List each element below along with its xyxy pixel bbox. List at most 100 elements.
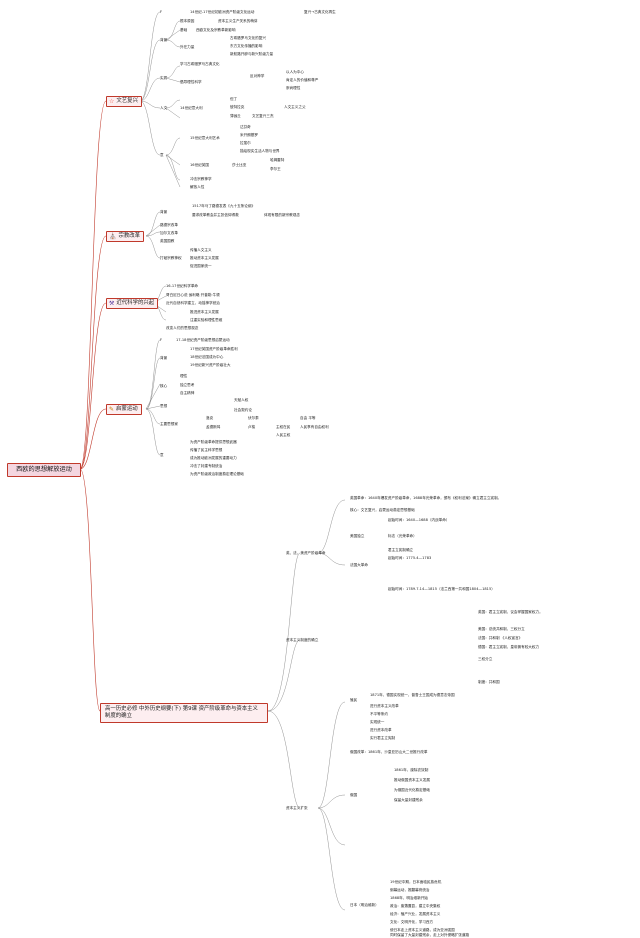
bourgeois-exp3: 不平等条约 (370, 712, 388, 716)
bourgeois-am1: 起始时间：1640—1688（内战革命） (388, 518, 450, 522)
science-s5: 注重实验和理性思维 (190, 318, 223, 322)
bourgeois-rus3: 为俄国近代化奠定基础 (394, 788, 430, 792)
renaissance-impact: 意 (160, 153, 164, 157)
renaissance-bg3b: 东方文化传播的影响 (230, 44, 263, 48)
renaissance-bg2-text: 西欧文化及宗教革新影响 (196, 28, 236, 32)
renaissance-h2a: 达芬奇 (240, 125, 251, 129)
branch-reformation[interactable]: ⛪宗教改革 (106, 231, 145, 242)
renaissance-study: 学习古希腊罗马古典文化 (180, 62, 220, 66)
branch-enlightenment[interactable]: ✎启蒙运动 (106, 404, 142, 415)
bourgeois-sys4: 德国：君主立宪制，皇帝拥有较大权力 (478, 645, 540, 649)
bourgeois-expansion: 资本主义扩张 (286, 806, 308, 810)
reformation-bg2-text: 体现有限的新宗教观念 (264, 213, 300, 217)
renaissance-h1c: 薄伽丘 (230, 114, 241, 118)
reformation-impact: 打破宗教神权 (160, 256, 182, 260)
renaissance-h3b: 哈姆雷特 (270, 158, 285, 162)
science-s3: 近代自然科学建立，动摇神学统治 (166, 301, 220, 305)
enlightenment-p2: 孟德斯鸠 (206, 425, 221, 429)
bourgeois-japan: 日本（明治维新） (350, 903, 379, 907)
enlightenment-p4: 卢梭 (248, 425, 256, 429)
enlightenment-bg1: 17世纪英国资产阶级革命胜利 (190, 347, 238, 351)
tools-icon: ⚒ (109, 300, 115, 307)
science-s2: 哥白尼日心说 伽利略 开普勒 牛顿 (166, 293, 220, 297)
bourgeois-exp4: 实现统一 (370, 720, 385, 724)
bourgeois-exp2: 进行资本主义改革 (370, 704, 399, 708)
star-icon: ☆ (109, 98, 115, 105)
enlightenment-p1: 洛克 (206, 416, 214, 420)
branch-bourgeois-label: 高一历史必修 中外历史纲要(下) 第9课 资产阶级革命与资本主义制度的确立 (105, 706, 258, 720)
bourgeois-sys3: 法国：共和制 《人权宣言》 (478, 636, 523, 640)
bourgeois-exp5: 进行资本改革 (370, 728, 392, 732)
bourgeois-exp6: 实行君主立宪制 (370, 736, 396, 740)
bourgeois-jp2: 倒幕运动，推翻幕府统治 (390, 888, 430, 892)
renaissance-imp1: 冲击宗教神学 (190, 177, 212, 181)
reformation-anglican: 英国国教 (160, 239, 175, 243)
science-s4: 推进资本主义发展 (190, 310, 219, 314)
renaissance-h1b: 彼特拉克 (230, 105, 245, 109)
bourgeois-russia: 俄国 (350, 793, 358, 797)
branch-renaissance[interactable]: ☆文艺复兴 (106, 96, 142, 107)
enlightenment-p3t: 自由 平等 (300, 416, 316, 420)
bourgeois-revolutions: 英、法、美资产阶级革命 (286, 551, 326, 555)
renaissance-h1d: 人文主义之父 (284, 105, 306, 109)
bourgeois-sys1: 英国：君主立宪制，议会掌握国家权力。 (478, 610, 543, 614)
enlightenment-imp4: 冲击了封建专制统治 (190, 464, 223, 468)
renaissance-definition-tail: 复兴→古典文化再生 (304, 10, 336, 14)
enlightenment-impact: 意 (160, 453, 164, 457)
branch-science[interactable]: ⚒近代科学的兴起 (106, 298, 159, 309)
bourgeois-rus2: 推动俄国资本主义发展 (394, 778, 430, 782)
enlightenment-t1: 天赋人权 (234, 398, 249, 402)
renaissance-essence: 实质 (160, 76, 168, 80)
church-icon: ⛪ (109, 233, 117, 240)
reformation-imp1: 传播人文主义 (190, 248, 212, 252)
enlightenment-bg3: 19世纪新兴资产阶级壮大 (190, 363, 231, 367)
renaissance-h2c: 拉斐尔 (240, 141, 251, 145)
bourgeois-fr1: 起始时间：1789.7.14—1815（法兰西第一共和国1804—1815） (388, 587, 495, 591)
enlightenment-definition: 17-18世纪资产阶级思想启蒙运动 (176, 338, 230, 342)
enlightenment-p3: 伏尔泰 (248, 416, 259, 420)
root-node[interactable]: 西欧的思想解放运动 (7, 463, 81, 477)
enlightenment-bg2: 18世纪法国成为中心 (190, 355, 224, 359)
renaissance-ess1: 反对神学 (250, 74, 265, 78)
bourgeois-exp0: 殖民 (350, 698, 358, 702)
renaissance-ess1b: 肯定人的价值和尊严 (286, 78, 319, 82)
reformation-imp3: 促进国家统一 (190, 264, 212, 268)
bourgeois-jp4: 政治：废藩置县，建立中央集权 (390, 904, 441, 908)
bourgeois-american: 美国独立 (350, 534, 365, 538)
science-s1: 16-17世纪科学革命 (166, 284, 199, 288)
bourgeois-system: 资本主义制度的确立 (286, 638, 319, 642)
bourgeois-sys5: 三权分立 (478, 657, 493, 661)
renaissance-h2d: 描绘现实生活人物与世界 (240, 149, 280, 153)
bourgeois-jp5: 经济：殖产兴业，发展资本主义 (390, 912, 441, 916)
enlightenment-imp3: 成为推动欧洲发展的重要动力 (190, 456, 237, 460)
renaissance-h2: 15世纪意大利艺术 (190, 136, 220, 140)
renaissance-bg3: 外在力量 (180, 45, 195, 49)
renaissance-bg1-text: 资本主义生产关系的萌芽 (218, 19, 258, 23)
renaissance-background: 背景 (160, 38, 168, 42)
renaissance-bg2: 基础 (180, 28, 188, 32)
renaissance-ess1c: 崇尚理性 (286, 86, 301, 90)
reformation-background: 背景 (160, 210, 168, 214)
enlightenment-p4b: 人民主权 (276, 433, 291, 437)
renaissance-bg3a: 古希腊罗马文化的复兴 (230, 36, 266, 40)
bourgeois-jp7: 使日本走上资本主义道路，成为亚洲强国 (390, 928, 455, 932)
enlightenment-thinkers: 主要思想家 (160, 422, 178, 426)
reformation-bg2: 要求改革教会并主张信仰得救 (192, 213, 239, 217)
bourgeois-sys6: 制度：共和国 (478, 680, 500, 684)
bourgeois-am3: 君主立宪制确立 (388, 548, 414, 552)
bourgeois-jp1: 19世纪中期，日本面临民族危机 (390, 880, 442, 884)
bourgeois-exp7: 俄国改革：1861年，沙皇亚历山大二世推行改革 (350, 750, 428, 754)
renaissance-humanists: 人文 (160, 106, 168, 110)
science-s6: 改变人们的思想观念 (166, 326, 199, 330)
branch-renaissance-label: 文艺复兴 (116, 98, 138, 104)
bourgeois-jp8: 同时保留了大量封建残余，走上对外侵略扩张道路 (390, 933, 470, 937)
renaissance-bg3c: 新航路开辟与新兴阶级力量 (230, 52, 274, 56)
branch-bourgeois-revolution[interactable]: 高一历史必修 中外历史纲要(下) 第9课 资产阶级革命与资本主义制度的确立 (100, 703, 268, 724)
enlightenment-imp1: 为资产阶级革命提供思想武器 (190, 440, 237, 444)
reformation-bg1: 1517年马丁路德发表《九十五条论纲》 (192, 204, 256, 208)
enlightenment-imp5: 为资产阶级政治制度奠定理论基础 (190, 472, 244, 476)
bourgeois-exp1: 1871年，德国实现统一，普鲁士王国成为德意志帝国 (370, 693, 455, 697)
renaissance-h1a: 但丁 (230, 97, 238, 101)
bourgeois-sys2: 美国：总统共和制，三权分立 (478, 627, 525, 631)
